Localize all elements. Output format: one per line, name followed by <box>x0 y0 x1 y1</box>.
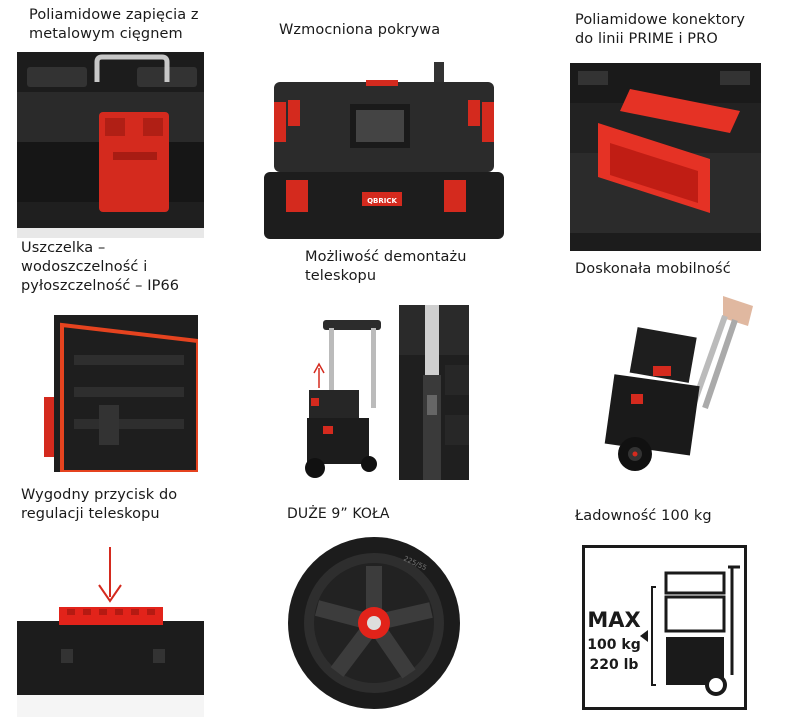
load-capacity-graphic: MAX 100 kg 220 lb <box>582 545 747 710</box>
caption-seal: Uszczelka – wodoszczelność i pyłoszczeln… <box>21 240 180 294</box>
photo-latch <box>17 52 204 238</box>
caption-load: Ładowność 100 kg <box>575 508 712 524</box>
seal-image <box>44 315 198 472</box>
mobility-image <box>583 296 753 475</box>
photo-telescope-detail <box>399 305 469 480</box>
caption-connectors: Poliamidowe konektory do linii PRIME i P… <box>575 12 746 47</box>
connectors-image <box>570 63 761 251</box>
caption-button: Wygodny przycisk do regulacji teleskopu <box>21 487 178 522</box>
load-kg-text: 100 kg <box>587 637 640 653</box>
photo-wheel: 225/55 <box>285 532 463 714</box>
photo-lid: QBRICK <box>256 62 504 239</box>
photo-seal <box>44 315 198 472</box>
caption-latches: Poliamidowe zapięcia z metalowym cięgnem <box>29 7 199 42</box>
caption-wheels: DUŻE 9” KOŁA <box>287 506 390 522</box>
caption-telescope: Możliwość demontażu teleskopu <box>305 249 467 284</box>
photo-mobility <box>583 296 753 475</box>
caption-mobility: Doskonała mobilność <box>575 261 731 277</box>
latch-image <box>17 52 204 238</box>
photo-button <box>17 545 204 717</box>
caption-lid: Wzmocniona pokrywa <box>279 22 441 38</box>
load-max-text: MAX <box>587 608 640 632</box>
photo-connectors <box>570 63 761 251</box>
photo-telescope <box>281 318 389 480</box>
load-capacity-icon: MAX 100 kg 220 lb <box>582 545 747 710</box>
wheel-image: 225/55 <box>285 532 463 714</box>
load-lb-text: 220 lb <box>590 657 639 673</box>
trolley-telescope-image <box>281 318 389 480</box>
lid-logo-text: QBRICK <box>367 197 397 205</box>
telescope-button-image <box>17 545 204 717</box>
telescope-detail-image <box>399 305 469 480</box>
toolbox-lid-image: QBRICK <box>256 62 504 239</box>
